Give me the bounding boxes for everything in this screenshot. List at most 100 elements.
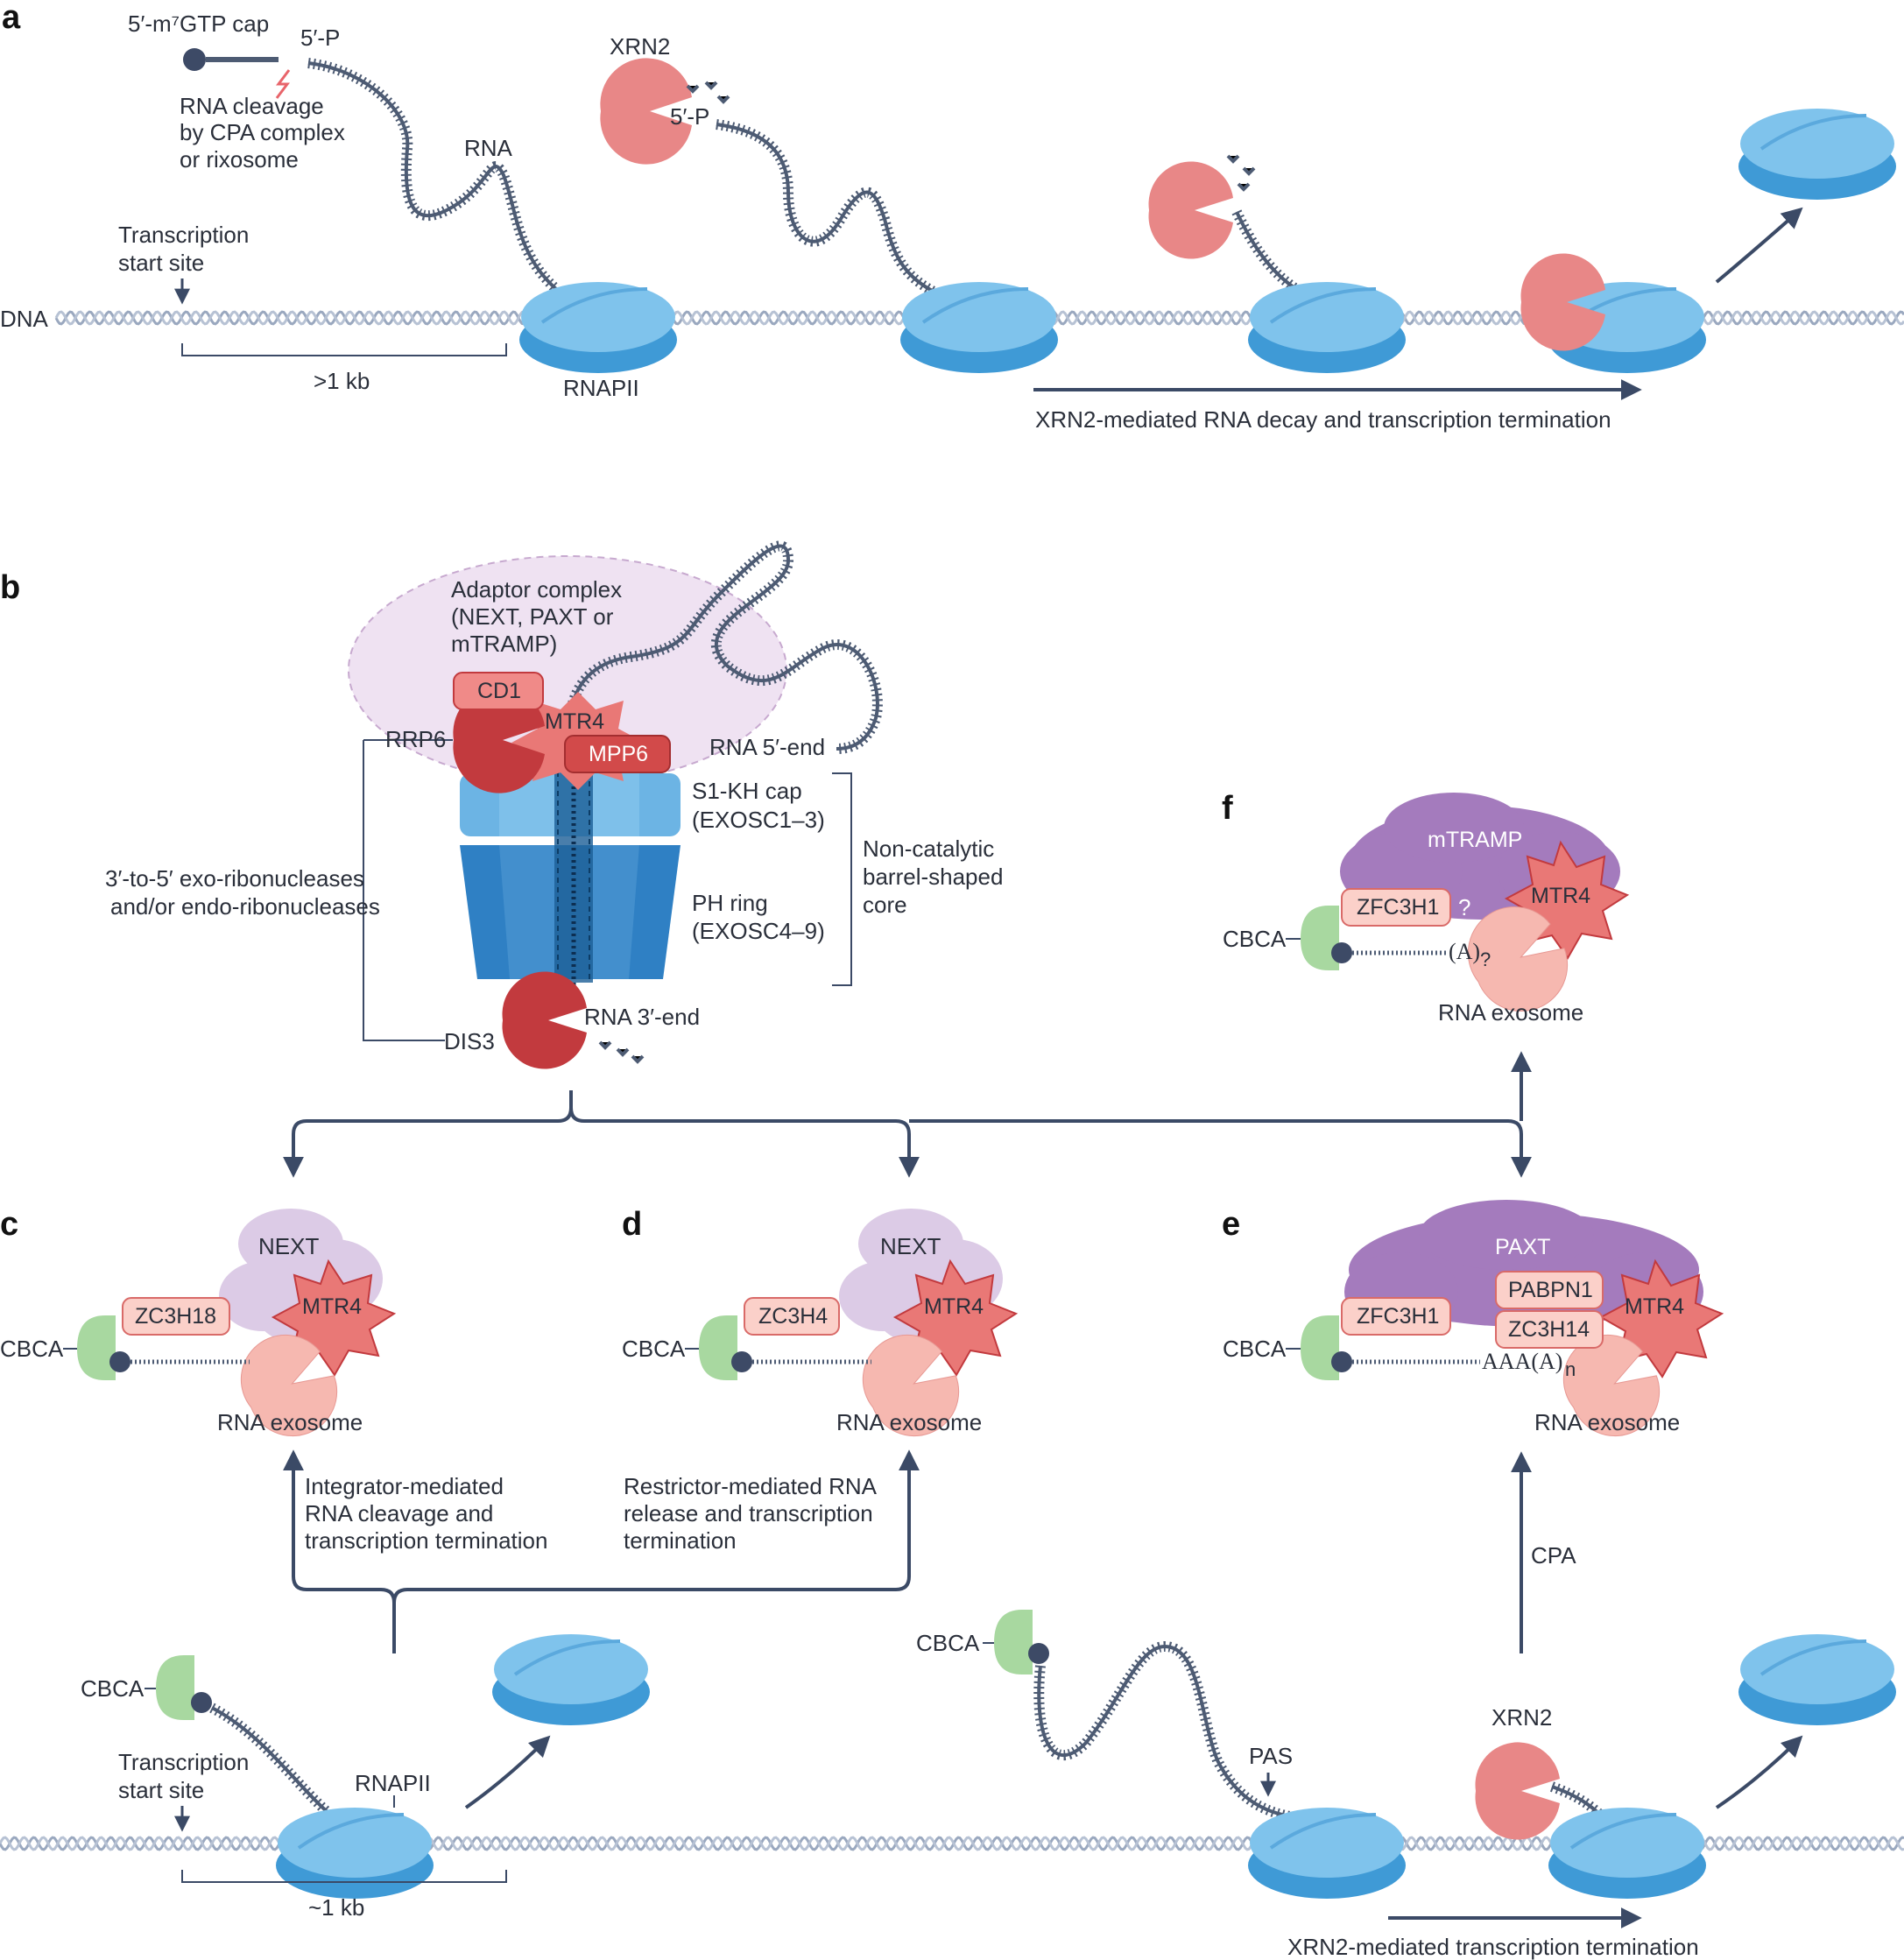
zfc3h1-box-f	[1341, 888, 1451, 927]
cd1-label: CD1	[477, 679, 521, 703]
rna3-label: RNA 3′-end	[584, 1004, 700, 1030]
paxt-label: PAXT	[1495, 1235, 1550, 1259]
dis3-label: DIS3	[444, 1028, 495, 1054]
distance-bracket-a	[181, 343, 507, 356]
panel-label-a: a	[2, 0, 21, 36]
integrator-label-2: RNA cleavage and	[305, 1500, 493, 1526]
mtr4-label-f: MTR4	[1531, 884, 1590, 908]
question-mark-f: ?	[1458, 894, 1470, 920]
mpp6-box	[564, 735, 671, 773]
tss-label-bl-1: Transcription	[118, 1749, 249, 1775]
tss-label-2: start site	[118, 250, 204, 276]
panel-label-d: d	[622, 1206, 642, 1243]
cap-label-1: S1-KH cap	[692, 778, 802, 804]
exosome-pacman-f	[1467, 906, 1569, 1012]
rna-strand-a2	[716, 119, 940, 299]
cap-circle-br	[1028, 1643, 1049, 1664]
release-arrow-bl	[464, 1735, 551, 1809]
panel-label-b: b	[0, 569, 20, 606]
ph-label-1: PH ring	[692, 890, 768, 916]
cbca-label-c: CBCA	[0, 1336, 64, 1362]
cbca-f	[1301, 906, 1339, 970]
panel-label-e: e	[1222, 1206, 1240, 1243]
dna-label: DNA	[0, 306, 49, 332]
tail-e: AAA(A)	[1482, 1349, 1562, 1374]
process-label-a: XRN2-mediated RNA decay and transcriptio…	[1035, 406, 1611, 433]
mpp6-label: MPP6	[589, 742, 648, 766]
cap-circle-bl	[191, 1692, 212, 1713]
mtramp-label: mTRAMP	[1428, 828, 1522, 852]
nuclease-label-2: and/or endo-ribonucleases	[110, 893, 380, 920]
rnapii-3	[1246, 280, 1407, 375]
zc3h4-label: ZC3H4	[758, 1304, 828, 1329]
tail-sub-e: n	[1565, 1358, 1576, 1380]
core-label-1: Non-catalytic	[863, 835, 994, 862]
rna5-label: RNA 5′-end	[709, 734, 825, 760]
release-arrow-br	[1715, 1735, 1803, 1809]
nuclease-bracket	[363, 740, 445, 1041]
zc3h18-label: ZC3H18	[135, 1304, 216, 1329]
tail-f: (A)	[1449, 939, 1480, 964]
integrator-label-1: Integrator-mediated	[305, 1473, 504, 1499]
rna-backbone	[307, 61, 558, 291]
xrn2-label-br: XRN2	[1491, 1704, 1552, 1731]
rnapii-br-2	[1547, 1806, 1708, 1900]
core-bracket	[832, 772, 852, 986]
nucleotide-debris-1	[686, 81, 730, 104]
panel-c: c NEXT MTR4 ZC3H18 CBCA RNA exosome	[0, 1206, 397, 1437]
cpa-label: CPA	[1531, 1542, 1576, 1569]
distance-label-bl: ~1 kb	[308, 1894, 364, 1921]
five-p-label-2: 5′-P	[670, 103, 709, 130]
adaptor-label-3: mTRAMP)	[451, 631, 557, 657]
next-label-c: NEXT	[258, 1233, 319, 1259]
exosome-label-e: RNA exosome	[1534, 1409, 1680, 1435]
rnapii-label-bl: RNAPII	[355, 1770, 431, 1796]
cap-label: 5′-m⁷GTP cap	[128, 11, 269, 37]
zc3h4-box	[744, 1297, 840, 1336]
cleavage-label-3: or rixosome	[180, 146, 299, 173]
distance-label-a: >1 kb	[314, 368, 370, 394]
rna-label: RNA	[464, 135, 513, 161]
rrp6-label: RRP6	[385, 726, 446, 752]
exosome-label-d: RNA exosome	[836, 1409, 982, 1435]
nucleotide-debris-b	[598, 1040, 645, 1064]
pabpn1-label: PABPN1	[1508, 1278, 1593, 1302]
ph-label-2: (EXOSC4–9)	[692, 918, 825, 944]
zc3h14-label: ZC3H14	[1508, 1317, 1590, 1342]
xrn2-pacman-1	[600, 58, 692, 165]
xrn2-pacman-2	[1148, 161, 1233, 259]
tss-label-bl-2: start site	[118, 1777, 204, 1803]
rnapii-released-bl	[490, 1632, 652, 1727]
process-label-br: XRN2-mediated transcription termination	[1287, 1934, 1699, 1960]
exosome-label-c: RNA exosome	[217, 1409, 363, 1435]
xrn2-pacman-3	[1520, 253, 1605, 351]
rnapii-released-a	[1737, 107, 1898, 201]
cbca-bl	[156, 1655, 194, 1720]
rnapii-bl	[274, 1806, 435, 1900]
bottom-left-scheme: Integrator-mediated RNA cleavage and tra…	[0, 1449, 1904, 1921]
pas-label: PAS	[1249, 1743, 1293, 1769]
release-arrow-a	[1715, 207, 1803, 284]
mtr4-label-b: MTR4	[545, 709, 604, 734]
cbca-br	[994, 1610, 1033, 1674]
nuclease-label-1: 3′-to-5′ exo-ribonucleases	[105, 865, 364, 892]
cap-label-2: (EXOSC1–3)	[692, 807, 825, 833]
xrn2-pacman-br	[1475, 1742, 1560, 1840]
restrictor-label-1: Restrictor-mediated RNA	[624, 1473, 878, 1499]
cleavage-label-2: by CPA complex	[180, 119, 345, 145]
exosome-pacman-e	[1562, 1334, 1661, 1437]
mtr4-label-c: MTR4	[302, 1294, 362, 1319]
next-label-d: NEXT	[880, 1233, 941, 1259]
rnapii-br-1	[1246, 1806, 1407, 1900]
core-label-2: barrel-shaped	[863, 864, 1003, 890]
cbca-label-f: CBCA	[1223, 926, 1287, 952]
rna-fragment-br	[1549, 1781, 1607, 1822]
mtr4-label-d: MTR4	[924, 1294, 984, 1319]
xrn2-label-a: XRN2	[610, 33, 670, 60]
cbca-c	[77, 1315, 116, 1380]
tail-sub-f: ?	[1480, 948, 1491, 970]
rna-strand-a1	[307, 58, 561, 293]
adaptor-label-2: (NEXT, PAXT or	[451, 603, 614, 630]
core-label-3: core	[863, 892, 907, 918]
cap-circle-d	[731, 1351, 752, 1372]
